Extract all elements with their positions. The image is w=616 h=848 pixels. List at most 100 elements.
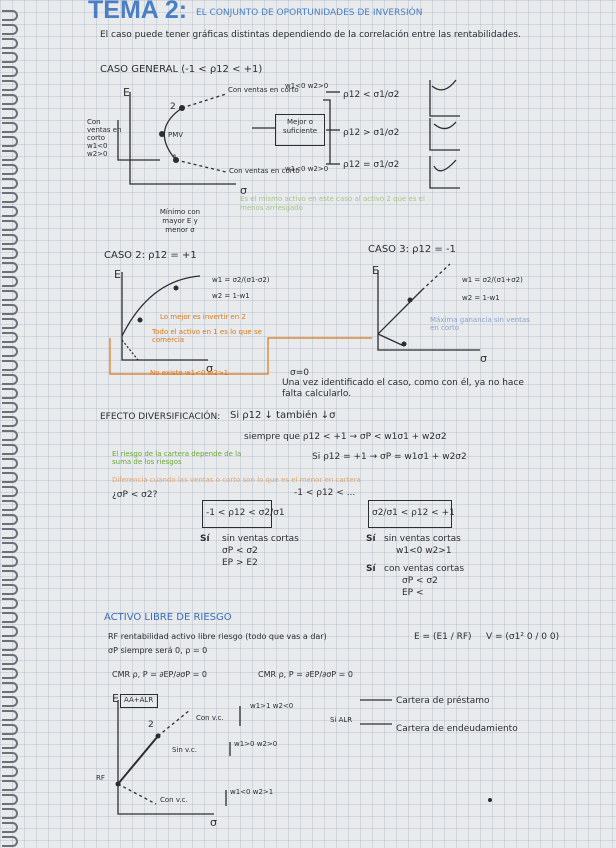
spiral-ring [2, 178, 18, 189]
intro-text: El caso puede tener gráficas distintas d… [100, 30, 521, 40]
spiral-ring [2, 780, 18, 791]
general-bottom-w: w1<0 w2>0 [285, 165, 329, 173]
spiral-ring [2, 94, 18, 105]
caso2-no-exist: No existe w1<0 w2>1 [150, 369, 229, 377]
spiral-ring [2, 486, 18, 497]
efecto-sigma-right: σP < σ2 [402, 576, 438, 586]
activo-lower-dashed [117, 783, 157, 805]
spiral-ring [2, 612, 18, 623]
page-subtitle: EL CONJUNTO DE OPORTUNIDADES DE INVERSIÓ… [196, 8, 423, 18]
spiral-ring [2, 248, 18, 259]
efecto-heading: EFECTO DIVERSIFICACIÓN: [100, 412, 221, 422]
general-sigma-axis: σ [240, 184, 247, 197]
caso2-orange-note-2: Todo el activo en 1 es lo que se comerci… [152, 328, 262, 344]
spiral-ring [2, 360, 18, 371]
activo-axes [117, 700, 214, 815]
caso3-e-axis: E [372, 264, 379, 277]
spiral-ring [2, 500, 18, 511]
efecto-sin-right: sin ventas cortas [384, 534, 461, 544]
efecto-range: -1 < ρ12 < ... [294, 488, 356, 498]
efecto-sin-left: sin ventas cortas [222, 534, 299, 544]
spiral-ring [2, 262, 18, 273]
general-top-note: Con ventas en corto [228, 86, 299, 94]
spiral-ring [2, 822, 18, 833]
spiral-ring [2, 192, 18, 203]
activo-line1: RF rentabilidad activo libre riesgo (tod… [108, 632, 327, 641]
general-asset-2 [179, 105, 185, 111]
spiral-ring [2, 444, 18, 455]
spiral-ring [2, 10, 18, 21]
mini-axes-1 [429, 80, 460, 117]
activo-w-bot: w1<0 w2>1 [230, 788, 274, 796]
spiral-ring [2, 66, 18, 77]
efecto-question: ¿σP < σ2? [112, 490, 158, 500]
general-e-axis: E [123, 86, 130, 99]
activo-cml-solid [117, 735, 159, 785]
activo-e-axis: E [112, 692, 119, 705]
caso3-sigma-axis: σ [480, 352, 487, 365]
efecto-box-right-label: σ2/σ1 < ρ12 < +1 [372, 508, 455, 518]
spiral-ring [2, 710, 18, 721]
spiral-ring [2, 52, 18, 63]
caso2-point-1 [137, 317, 143, 323]
spiral-ring [2, 24, 18, 35]
mini-curve-2 [433, 121, 457, 130]
spiral-ring [2, 136, 18, 147]
activo-sigma-axis: σ [210, 816, 217, 829]
general-heading: CASO GENERAL (-1 < ρ12 < +1) [100, 64, 263, 75]
caso3-eq2: w2 = 1-w1 [462, 294, 500, 302]
general-upper-extension [181, 93, 227, 109]
stray-dot [488, 798, 492, 802]
spiral-ring [2, 402, 18, 413]
activo-line2: σP siempre será 0, ρ = 0 [108, 646, 208, 655]
activo-con-vc-2: Con v.c. [160, 796, 188, 804]
efecto-si-right-2: Sí [366, 564, 376, 574]
general-asset-1 [173, 157, 179, 163]
spiral-ring [2, 570, 18, 581]
general-rho-case-3: ρ12 = σ1/σ2 [343, 160, 400, 170]
spiral-ring [2, 528, 18, 539]
spiral-ring [2, 696, 18, 707]
spiral-ring [2, 458, 18, 469]
activo-arrows [360, 699, 392, 725]
spiral-binding [0, 0, 22, 848]
activo-cartera-prestamo: Cartera de préstamo [396, 696, 490, 706]
activo-aarl-label: AA+ALR [124, 696, 154, 704]
spiral-ring [2, 584, 18, 595]
general-frontier [163, 107, 183, 161]
spiral-ring [2, 318, 18, 329]
spiral-ring [2, 108, 18, 119]
spiral-ring [2, 416, 18, 427]
spiral-ring [2, 122, 18, 133]
activo-cond1: CMR ρ, P = ∂EP/∂σP = 0 [112, 670, 207, 679]
efecto-con-right: con ventas cortas [384, 564, 465, 574]
activo-matrix: V = (σ1² 0 / 0 0) [486, 632, 560, 642]
spiral-ring [2, 374, 18, 385]
caso2-line [121, 275, 201, 337]
general-rho-case-1: ρ12 < σ1/σ2 [343, 90, 400, 100]
activo-w-top: w1>1 w2<0 [250, 702, 294, 710]
caso3-axes [377, 270, 480, 351]
spiral-ring [2, 38, 18, 49]
spiral-ring [2, 150, 18, 161]
spiral-ring [2, 472, 18, 483]
caso3-point-1 [401, 341, 407, 347]
spiral-ring [2, 164, 18, 175]
mini-curve-3 [433, 159, 457, 172]
efecto-box-left [202, 500, 272, 528]
general-pmv-label: PMV [168, 131, 184, 139]
mini-curve-1 [431, 79, 457, 91]
general-lower-extension [175, 159, 227, 173]
activo-sin-vc: Sin v.c. [172, 746, 197, 754]
spiral-ring [2, 766, 18, 777]
activo-w-mid: w1>0 w2>0 [234, 740, 278, 748]
caso2-note: Una vez identificado el caso, como con é… [282, 378, 524, 399]
general-left-note: Con ventas en corto w1<0 w2>0 [87, 118, 122, 158]
caso2-orange-note-1: Lo mejor es invertir en 2 [160, 313, 246, 321]
spiral-ring [2, 808, 18, 819]
caso2-eq1: w1 = σ2/(σ1-σ2) [212, 276, 270, 284]
efecto-w-right: w1<0 w2>1 [396, 546, 452, 556]
general-rho-case-2: ρ12 > σ1/σ2 [343, 128, 400, 138]
